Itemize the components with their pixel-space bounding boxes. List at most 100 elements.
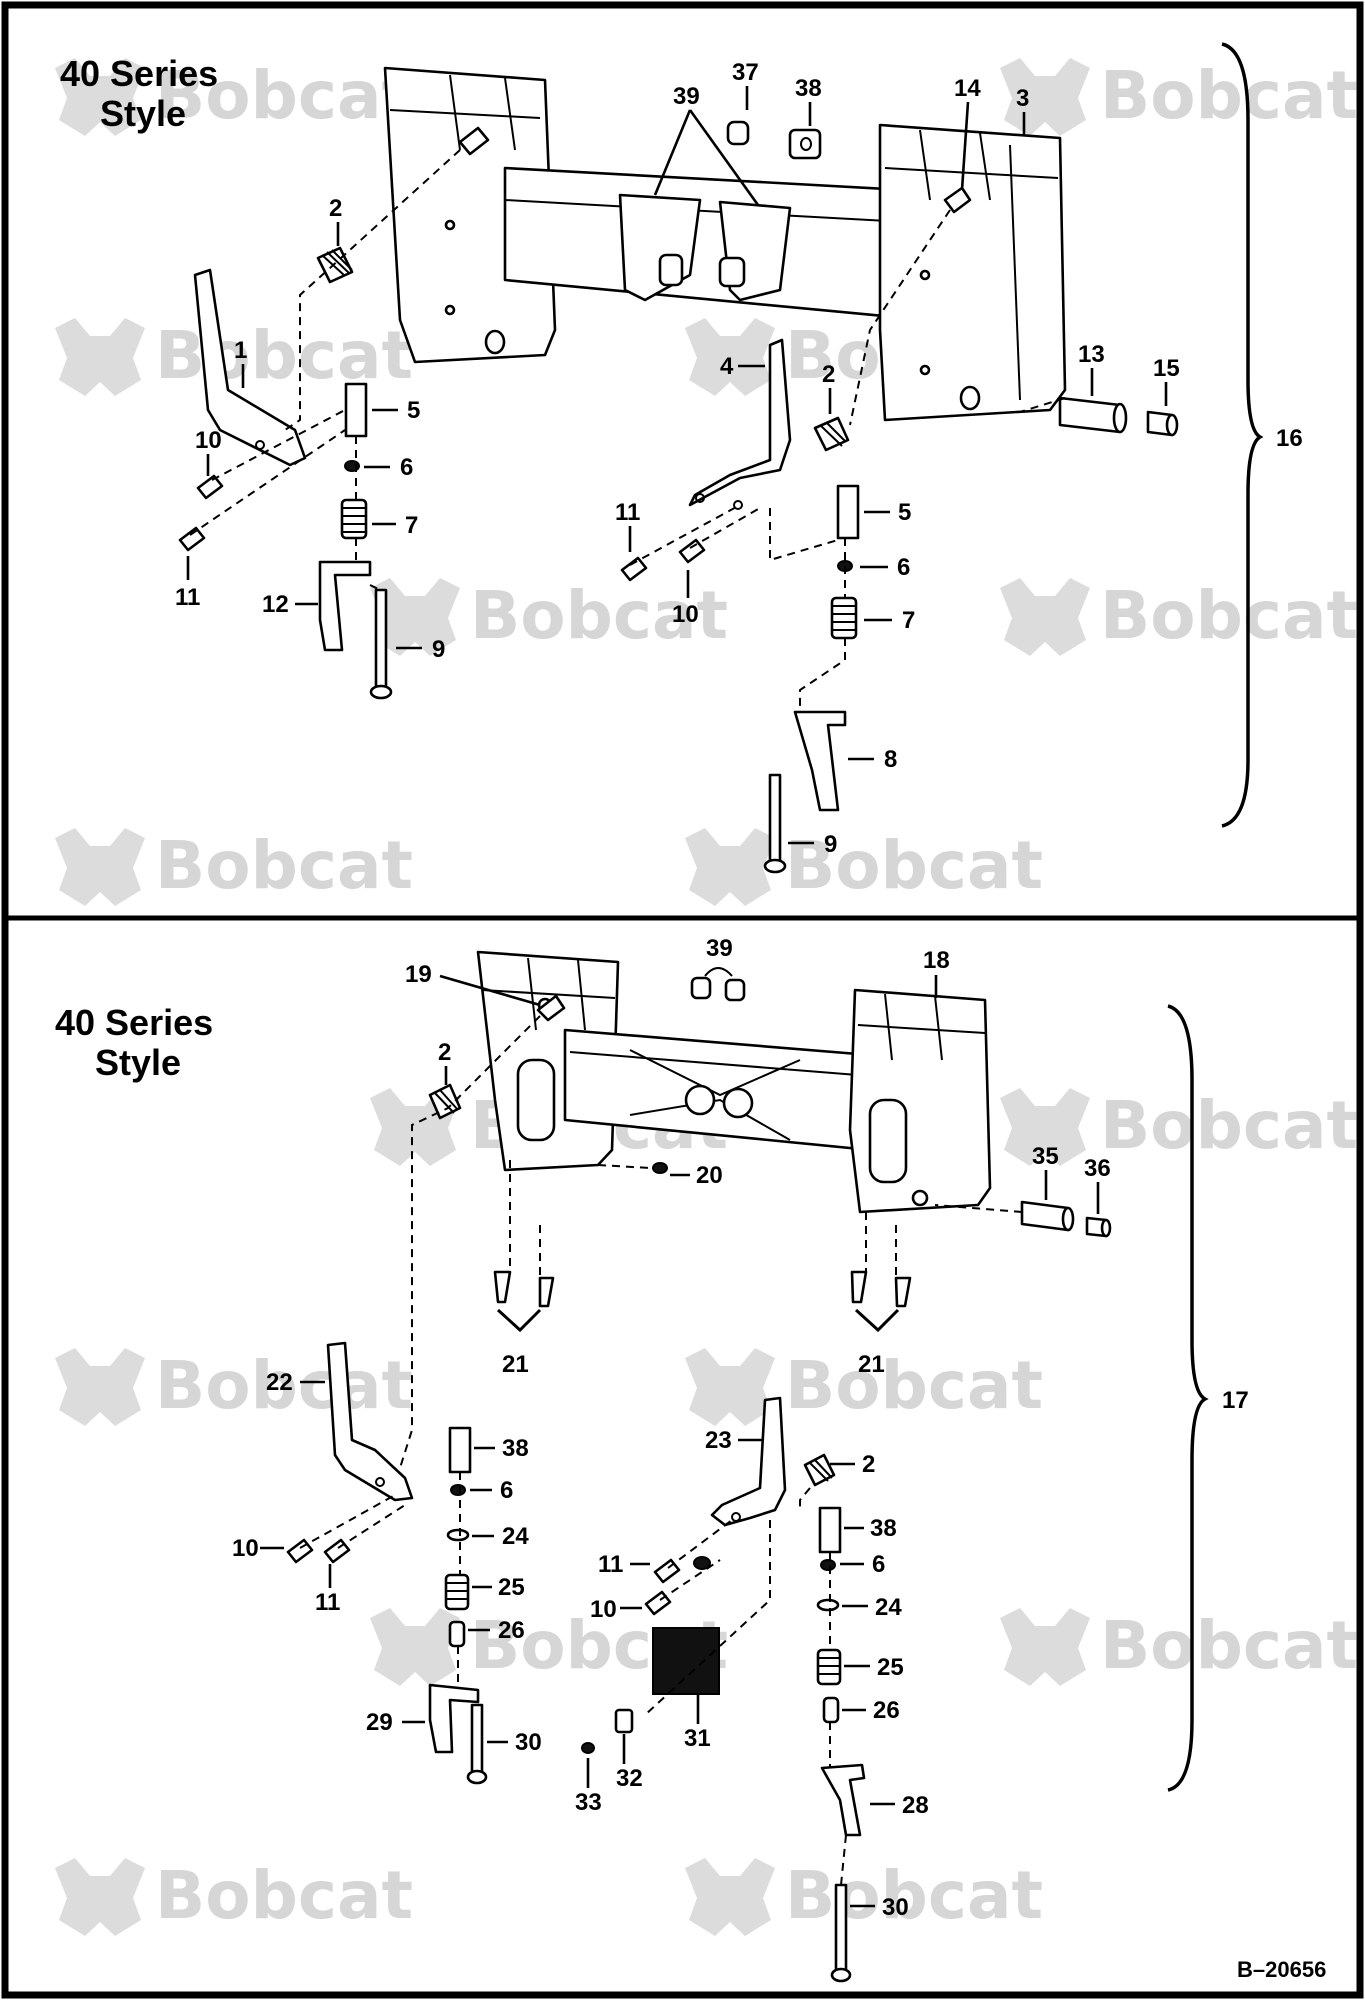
svg-text:2: 2: [822, 361, 835, 388]
watermark-1: Bobcat: [55, 57, 413, 136]
svg-text:22: 22: [266, 1369, 293, 1396]
svg-text:10: 10: [672, 601, 699, 628]
svg-text:24: 24: [875, 1594, 902, 1621]
assembly-line: [769, 508, 839, 562]
watermark-6: Bobcat: [1000, 577, 1358, 656]
svg-text:2: 2: [329, 195, 342, 222]
callout-5-left: 5: [372, 397, 420, 424]
svg-text:38: 38: [795, 75, 822, 102]
callout-2-bottom-left: 2: [438, 1039, 451, 1085]
latch-5-right: [836, 484, 860, 540]
callout-35-left: 38: [474, 1435, 529, 1462]
watermark-text: Bobcat: [1100, 577, 1358, 654]
bobcat-logo-icon: [55, 318, 145, 396]
spring-7-right: [830, 596, 858, 640]
svg-text:31: 31: [684, 1725, 711, 1752]
bobcat-logo-icon: [1000, 58, 1090, 136]
svg-text:15: 15: [1153, 355, 1180, 382]
assembly-line: [849, 209, 951, 426]
callout-2-bottom-right: 2: [830, 1451, 875, 1478]
section-heading-line2: Style: [100, 93, 186, 134]
watermark-text: Bobcat: [155, 57, 413, 134]
svg-text:39: 39: [706, 935, 733, 962]
callout-28: 29: [366, 1709, 425, 1736]
bolt-10-left: [196, 474, 224, 500]
callout-10-left: 10: [195, 427, 222, 476]
bobcat-logo-icon: [1000, 1608, 1090, 1686]
assembly-line: [457, 1472, 461, 1685]
spring-2-left: [316, 246, 354, 284]
spring-2-right: [813, 416, 850, 452]
assembly-line: [509, 1160, 541, 1278]
svg-text:14: 14: [954, 75, 981, 102]
svg-text:11: 11: [615, 499, 640, 526]
svg-text:10: 10: [232, 1535, 259, 1562]
callout-7-left: 7: [372, 512, 418, 539]
callout-1: 1: [234, 337, 247, 388]
latch-35-left: [448, 1426, 472, 1474]
assembly-line: [799, 1487, 811, 1508]
svg-text:7: 7: [405, 512, 418, 539]
svg-text:29: 29: [366, 1709, 393, 1736]
nut-11-bottom-right: [693, 1556, 711, 1570]
section-heading-line1: 40 Series: [55, 1002, 213, 1043]
svg-text:11: 11: [315, 1589, 340, 1616]
svg-text:2: 2: [862, 1451, 875, 1478]
svg-text:19: 19: [405, 961, 432, 988]
nut-38: [690, 967, 746, 1002]
lever-4: [688, 338, 792, 510]
callout-20: 20: [670, 1162, 723, 1189]
watermark-text: Bobcat: [155, 1347, 413, 1424]
callout-6-right: 6: [860, 554, 910, 581]
pin-9-left: [369, 588, 393, 700]
watermark-text: Bobcat: [1100, 1087, 1358, 1164]
chevron-21-right: [854, 1308, 900, 1333]
svg-text:38: 38: [502, 1435, 529, 1462]
frame-bolt-right: [943, 186, 972, 214]
callout-11-right: 11: [615, 499, 640, 552]
bracket-27: [820, 1763, 866, 1837]
callout-21-left: 21: [502, 1351, 529, 1378]
svg-text:33: 33: [575, 1789, 602, 1816]
pin-29-left: [466, 1703, 488, 1785]
ring-24-right: [816, 1598, 840, 1612]
svg-text:32: 32: [616, 1765, 643, 1792]
svg-text:21: 21: [858, 1351, 885, 1378]
callout-11-left: 11: [175, 556, 200, 611]
watermark-text: Bobcat: [1100, 57, 1358, 134]
bracket-12: [318, 560, 372, 652]
bushing-34: [1085, 1216, 1112, 1238]
assembly-line: [934, 1204, 1023, 1213]
callout-7-right: 7: [864, 607, 915, 634]
svg-text:6: 6: [897, 554, 910, 581]
spring-2-bottom-left: [428, 1083, 462, 1120]
bobcat-logo-icon: [1000, 578, 1090, 656]
watermarks: Bobcat Bobcat Bobcat Bobcat Bobcat Bobca…: [55, 57, 1358, 1936]
watermark-16: Bobcat: [685, 1857, 1043, 1936]
assembly-line: [399, 1015, 541, 1469]
latch-5-left: [344, 382, 368, 438]
svg-text:30: 30: [515, 1729, 542, 1756]
spring-25-left: [444, 1573, 470, 1611]
callout-5-right: 5: [864, 499, 911, 526]
watermark-13: Bobcat: [370, 1607, 728, 1686]
svg-text:26: 26: [498, 1617, 525, 1644]
callout-25-left: 25: [472, 1574, 525, 1601]
callout-29-left: 30: [487, 1729, 542, 1756]
latch-35-right: [818, 1506, 842, 1554]
svg-text:11: 11: [598, 1551, 623, 1578]
lever-22: [326, 1341, 414, 1502]
bolt-10-bottom-left: [286, 1538, 314, 1564]
drawing-code: B–20656: [1237, 1957, 1326, 1982]
svg-text:9: 9: [432, 636, 445, 663]
chevron-21-left: [496, 1308, 542, 1333]
callout-6-left: 6: [364, 454, 413, 481]
callout-15: 15: [1153, 355, 1180, 406]
callout-19: 19: [405, 961, 541, 1007]
frame-bolt-19: [536, 994, 566, 1022]
watermark-14: Bobcat: [1000, 1607, 1358, 1686]
svg-text:36: 36: [1084, 1155, 1111, 1182]
assembly-line: [659, 1559, 721, 1601]
bolt-11-bottom-right: [653, 1558, 681, 1584]
